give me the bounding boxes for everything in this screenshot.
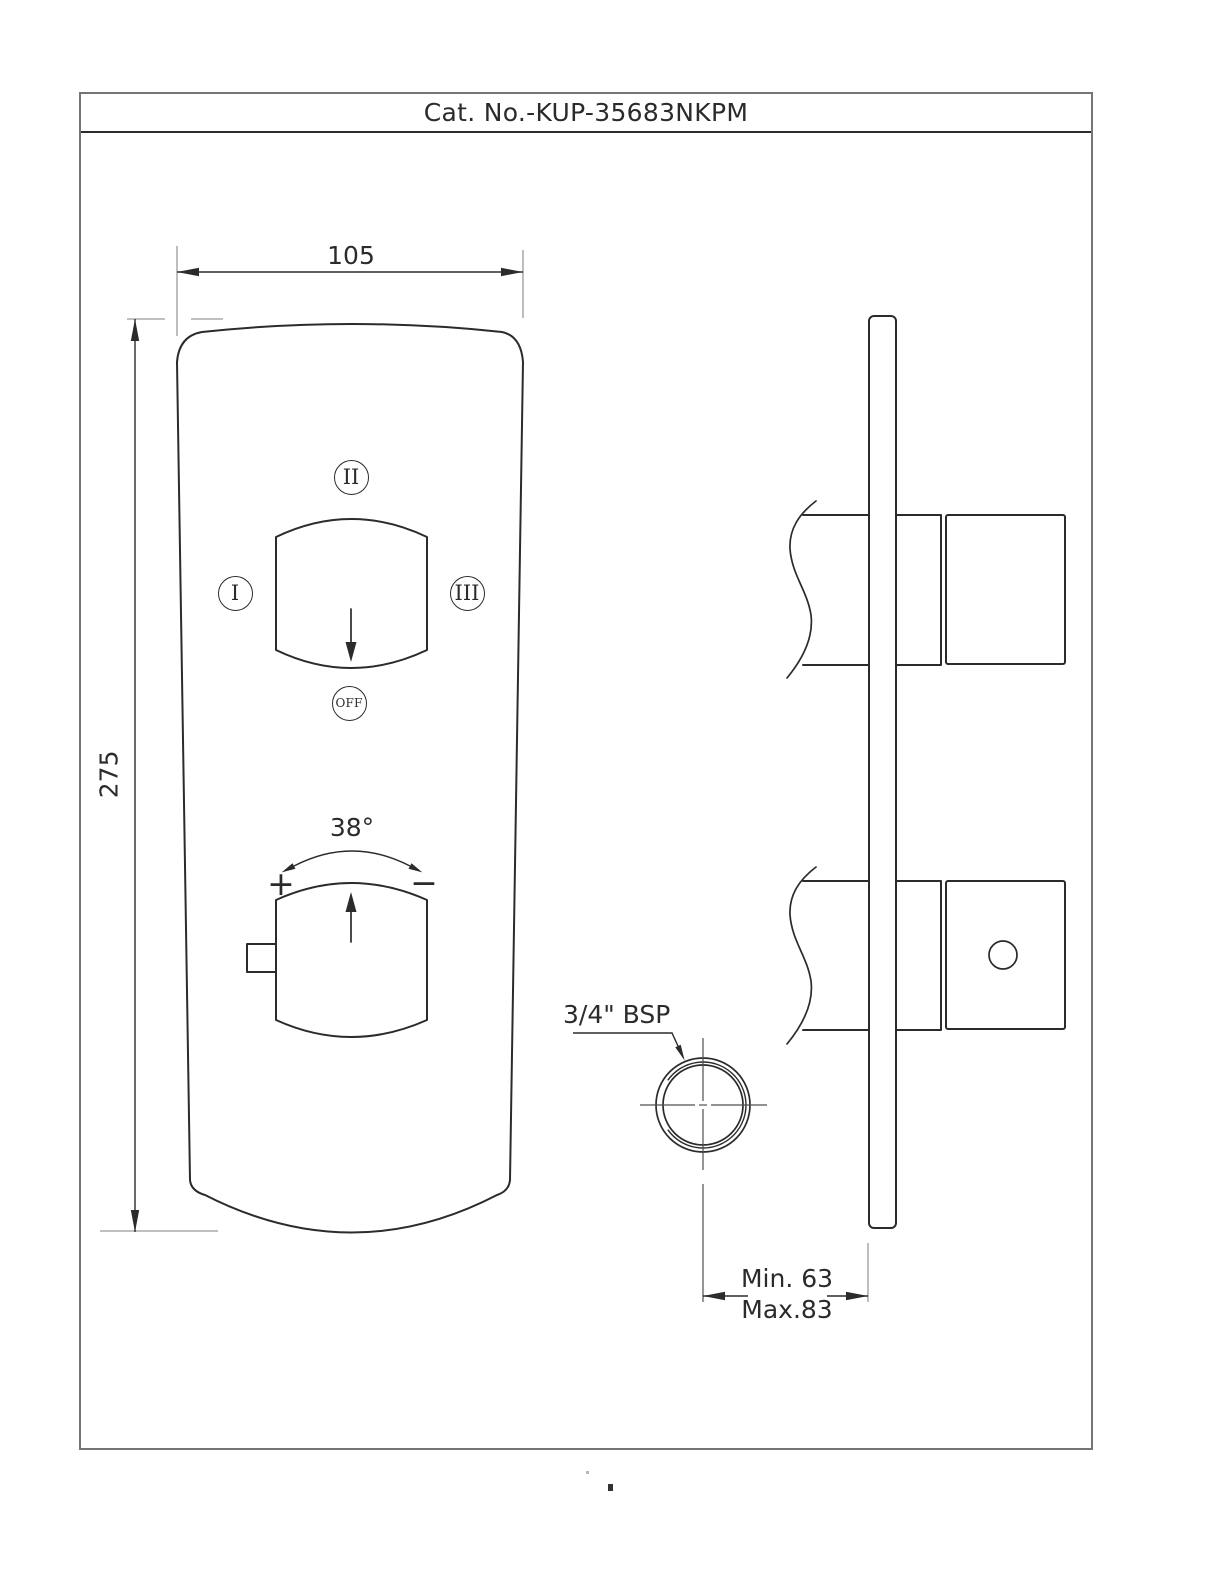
rotation-arc xyxy=(293,850,411,867)
height-arrow-top xyxy=(130,319,140,341)
connection-port xyxy=(573,1032,767,1302)
title-bar: Cat. No.-KUP-35683NKPM xyxy=(81,94,1091,133)
catalog-number: Cat. No.-KUP-35683NKPM xyxy=(423,98,749,127)
depth-min-label: Min. 63 xyxy=(740,1264,834,1293)
temperature-knob-outline xyxy=(275,882,428,1038)
front-view-linework xyxy=(176,323,524,1234)
depth-max-label: Max.83 xyxy=(741,1295,833,1324)
width-arrow-right xyxy=(501,267,523,277)
lower-break-line xyxy=(786,866,817,1045)
bsp-leader-arrow xyxy=(675,1044,685,1061)
faceplate-outline xyxy=(176,323,524,1234)
rotation-angle-label: 38° xyxy=(329,813,375,842)
scan-speck-dark xyxy=(608,1484,613,1491)
height-arrow-bottom xyxy=(130,1210,140,1232)
front-view-dimensions xyxy=(100,246,524,1232)
rotation-arc-right-head xyxy=(408,863,423,873)
depth-dimension xyxy=(703,1243,869,1302)
temperature-plus-label: + xyxy=(267,864,295,903)
bsp-leader-line xyxy=(573,1032,684,1058)
lower-neck xyxy=(895,880,942,1031)
diverter-off-badge: OFF xyxy=(331,685,367,721)
scan-speck-light xyxy=(586,1471,589,1474)
side-view-linework xyxy=(786,315,1066,1229)
diverter-arrow-head xyxy=(345,642,357,662)
lower-knob-side xyxy=(945,880,1066,1030)
temperature-minus-label: − xyxy=(410,863,438,902)
upper-knob-side xyxy=(945,514,1066,665)
temperature-arrow-head xyxy=(345,892,357,912)
diverter-position-i: I xyxy=(217,575,253,611)
rotation-arc-left-head xyxy=(281,863,296,873)
depth-arrow-left xyxy=(703,1291,725,1301)
width-arrow-left xyxy=(177,267,199,277)
diverter-position-ii: II xyxy=(333,459,369,495)
diverter-position-iii: III xyxy=(449,575,485,611)
depth-arrow-right xyxy=(846,1291,868,1301)
height-dimension-label: 275 xyxy=(94,750,124,799)
width-dimension-label: 105 xyxy=(327,241,375,270)
upper-neck xyxy=(895,514,942,666)
bsp-thread-label: 3/4" BSP xyxy=(563,1000,671,1029)
lower-knob-button xyxy=(988,940,1018,970)
upper-break-line xyxy=(786,500,817,679)
diverter-knob-outline xyxy=(275,518,428,669)
wall-plate-side xyxy=(868,315,897,1229)
drawing-frame: Cat. No.-KUP-35683NKPM xyxy=(79,92,1093,1450)
safety-button-tab xyxy=(246,943,277,973)
